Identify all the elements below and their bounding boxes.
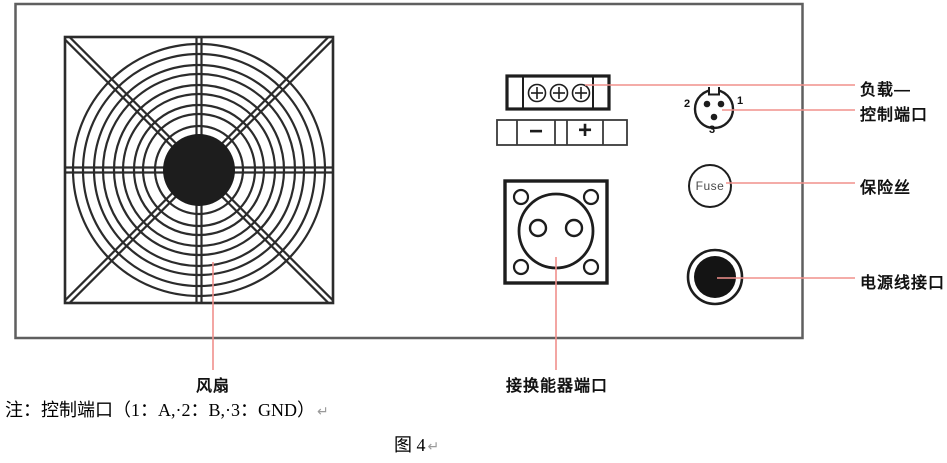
control-pin-2-label: 2: [683, 98, 691, 110]
polarity-strip: [496, 119, 628, 146]
control-port-icon: [693, 85, 735, 130]
chassis-outline: [14, 2, 804, 340]
fan-icon: [63, 35, 335, 305]
callout-fuse: 保险丝: [860, 180, 912, 197]
callout-transducer-port: 接换能器端口: [505, 378, 609, 395]
note-body: 注：控制端口（1：A,·2：B,·3：GND）: [5, 400, 315, 420]
load-terminal-block: [505, 74, 611, 111]
fuse-text: Fuse: [695, 179, 725, 193]
paragraph-mark-icon: ↵: [317, 405, 329, 420]
callout-power-cord: 电源线接口: [860, 275, 946, 292]
power-socket-icon: [686, 248, 744, 306]
control-pin-3-label: 3: [708, 124, 716, 136]
callout-load: 负载—: [860, 82, 912, 99]
load-minus-symbol: −: [528, 118, 544, 145]
control-pin-1-label: 1: [736, 95, 744, 107]
callout-control-port: 控制端口: [860, 107, 929, 124]
figure-caption-text: 图 4: [394, 435, 426, 455]
fuse-holder-icon: [688, 164, 732, 208]
screw-terminal-icon: [527, 83, 591, 103]
note-text: 注：控制端口（1：A,·2：B,·3：GND）↵: [5, 396, 329, 422]
leader-lines: [212, 84, 855, 370]
load-plus-symbol: +: [577, 117, 593, 144]
paragraph-mark-icon: ↵: [427, 440, 440, 455]
callout-fan: 风扇: [195, 378, 231, 395]
fan-hub: [163, 134, 235, 206]
figure-caption: 图 4↵: [394, 431, 439, 457]
